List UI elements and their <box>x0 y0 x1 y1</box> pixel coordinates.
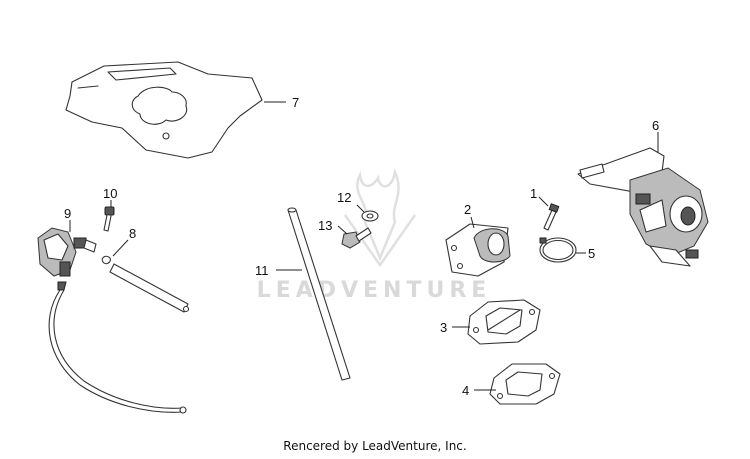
callout-12: 12 <box>337 190 351 205</box>
part-13-bolt <box>341 227 372 249</box>
part-7-gasket-plate <box>65 61 263 159</box>
callout-7: 7 <box>292 95 299 110</box>
callout-11: 11 <box>255 263 269 278</box>
part-11-hose <box>287 207 351 381</box>
callout-2: 2 <box>464 202 471 217</box>
callout-4: 4 <box>462 383 469 398</box>
callout-10: 10 <box>103 186 117 201</box>
callout-5: 5 <box>588 246 595 261</box>
watermark-text: LEADVENTURE <box>257 278 492 303</box>
long-fuel-line <box>48 289 187 414</box>
part-6-carburetor <box>577 147 709 267</box>
part-4-gasket <box>489 363 561 405</box>
part-12-washer <box>361 210 379 222</box>
part-9-fuel-pump <box>37 227 97 291</box>
callout-6: 6 <box>652 118 659 133</box>
part-5-clamp-ring <box>539 237 577 263</box>
callout-1: 1 <box>530 186 537 201</box>
part-3-gasket <box>467 299 541 345</box>
callout-9: 9 <box>64 206 71 221</box>
part-10-bolt <box>103 206 115 232</box>
leadventure-watermark-logo <box>343 167 417 268</box>
part-2-intake-manifold <box>445 223 511 277</box>
part-1-screw <box>543 203 560 231</box>
callout-3: 3 <box>440 320 447 335</box>
callout-8: 8 <box>129 226 136 241</box>
footer-credit: Rencered by LeadVenture, Inc. <box>283 439 467 453</box>
callout-13: 13 <box>318 218 332 233</box>
part-8-hose-clamp <box>101 255 190 313</box>
